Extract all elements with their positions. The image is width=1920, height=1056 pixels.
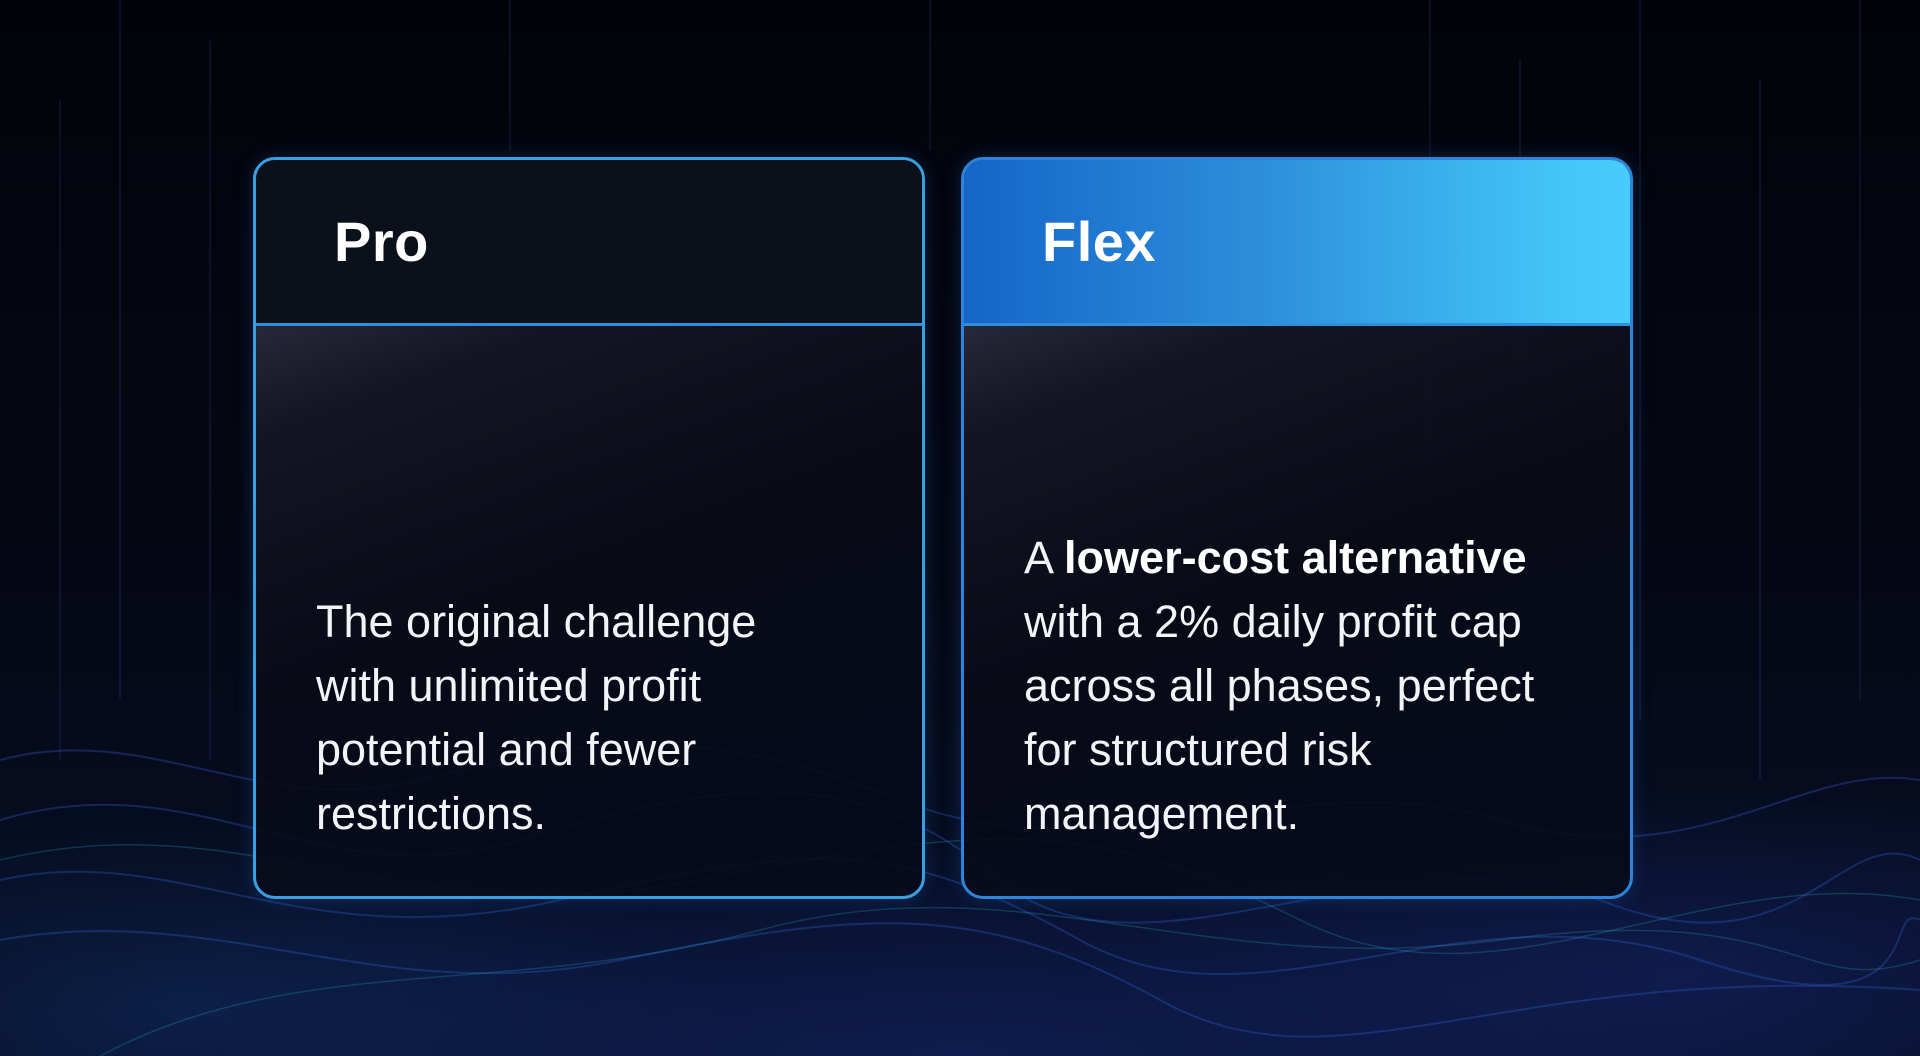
plan-card-flex-header: Flex bbox=[964, 160, 1630, 326]
description-line: restrictions. bbox=[316, 788, 547, 839]
description-line: with a 2% daily profit cap bbox=[1024, 596, 1522, 647]
plan-card-flex-description: A lower-cost alternative with a 2% daily… bbox=[1024, 526, 1600, 846]
description-line: with unlimited profit bbox=[316, 660, 702, 711]
plan-card-pro-description: The original challenge with unlimited pr… bbox=[316, 590, 892, 846]
description-line: across all phases, perfect bbox=[1024, 660, 1535, 711]
description-highlight: lower-cost alternative bbox=[1064, 532, 1527, 583]
description-line: for structured risk bbox=[1024, 724, 1372, 775]
description-prefix: A bbox=[1024, 532, 1065, 583]
plan-card-pro-title: Pro bbox=[334, 210, 429, 273]
plan-card-pro[interactable]: Pro The original challenge with unlimite… bbox=[253, 157, 925, 899]
plan-card-flex-title: Flex bbox=[1042, 210, 1157, 273]
plan-card-flex[interactable]: Flex A lower-cost alternative with a 2% … bbox=[961, 157, 1633, 899]
description-line: The original challenge bbox=[316, 596, 757, 647]
plan-card-pro-header: Pro bbox=[256, 160, 922, 326]
description-line: A lower-cost alternative bbox=[1024, 526, 1600, 590]
description-line: potential and fewer bbox=[316, 724, 697, 775]
description-line: management. bbox=[1024, 788, 1300, 839]
